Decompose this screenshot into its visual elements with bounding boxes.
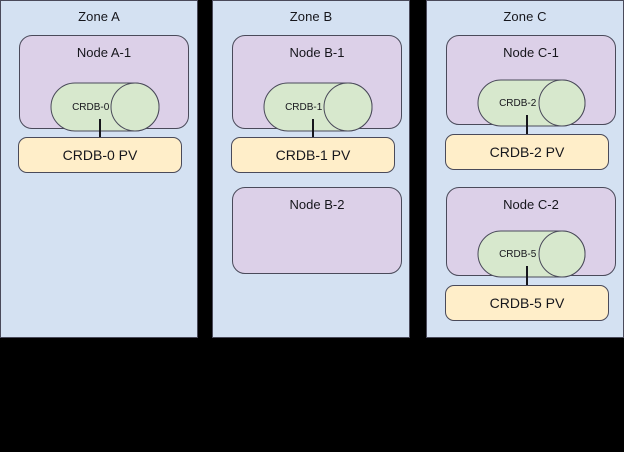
zone-b[interactable]: Zone B Node B-1 CRDB-1 CRDB-1 PV Node B-… (212, 0, 410, 338)
pv-crdb-2[interactable]: CRDB-2 PV (445, 134, 609, 170)
pv-crdb-1[interactable]: CRDB-1 PV (231, 137, 395, 173)
node-a-1-label: Node A-1 (76, 45, 132, 60)
database-cylinder-shape (50, 82, 160, 132)
node-b-2[interactable]: Node B-2 (232, 187, 402, 274)
node-b-2-label: Node B-2 (289, 197, 345, 212)
zone-b-label: Zone B (289, 9, 333, 24)
node-c-2-label: Node C-2 (503, 197, 559, 212)
node-c-1[interactable]: Node C-1 CRDB-2 (446, 35, 616, 127)
zone-c[interactable]: Zone C Node C-1 CRDB-2 CRDB-2 PV Node C-… (426, 0, 624, 338)
zone-c-label: Zone C (503, 9, 547, 24)
database-cylinder-shape (477, 79, 586, 127)
node-b-1-label: Node B-1 (289, 45, 345, 60)
database-icon-crdb-1[interactable]: CRDB-1 (263, 82, 373, 132)
node-a-1[interactable]: Node A-1 CRDB-0 (19, 35, 189, 132)
connector-node-c-2-to-pv (526, 266, 528, 286)
pv-crdb-2-label: CRDB-2 PV (489, 143, 565, 160)
pv-crdb-0[interactable]: CRDB-0 PV (18, 137, 182, 173)
connector-node-b-1-to-pv (312, 119, 314, 141)
database-icon-crdb-5[interactable]: CRDB-5 (477, 230, 587, 278)
database-cylinder-shape (263, 82, 373, 132)
node-c-1-label: Node C-1 (503, 45, 559, 60)
database-icon-crdb-2[interactable]: CRDB-2 (477, 79, 587, 127)
database-cylinder-shape (477, 230, 586, 278)
node-c-2[interactable]: Node C-2 CRDB-5 (446, 187, 616, 278)
connector-node-a-1-to-pv (99, 119, 101, 141)
pv-crdb-0-label: CRDB-0 PV (62, 146, 138, 163)
node-b-1[interactable]: Node B-1 CRDB-1 (232, 35, 402, 132)
connector-node-c-1-to-pv (526, 115, 528, 137)
pv-crdb-5-label: CRDB-5 PV (489, 294, 565, 311)
zone-a[interactable]: Zone A Node A-1 CRDB-0 CRDB-0 PV (0, 0, 198, 338)
database-icon-crdb-0[interactable]: CRDB-0 (50, 82, 160, 132)
zone-a-label: Zone A (78, 9, 120, 24)
pv-crdb-1-label: CRDB-1 PV (275, 146, 351, 163)
pv-crdb-5[interactable]: CRDB-5 PV (445, 285, 609, 321)
